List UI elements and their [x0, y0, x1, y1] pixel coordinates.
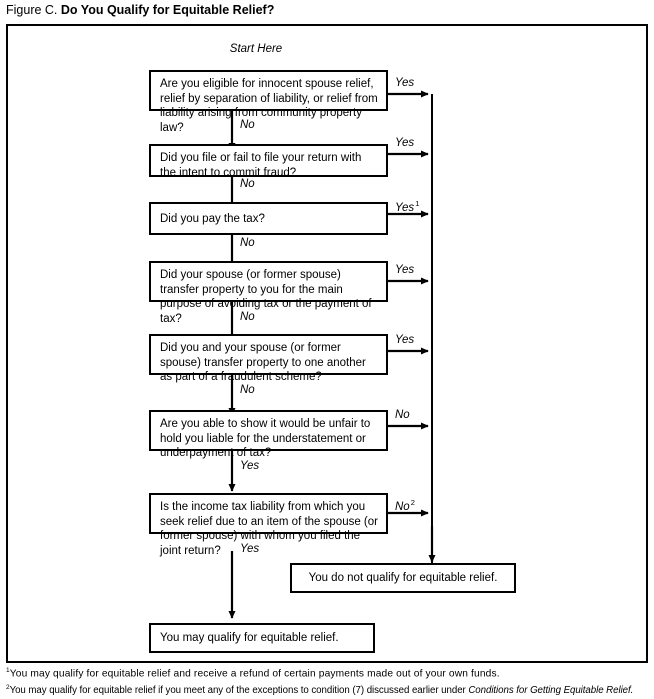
edge-label-text: No	[240, 311, 255, 323]
decision-box-text: Are you eligible for innocent spouse rel…	[160, 78, 378, 134]
decision-box-spouse-transferred-property-to-you[interactable]: Did your spouse (or former spouse) trans…	[149, 261, 388, 325]
edge-label-q3-yes: Yes1	[395, 197, 419, 215]
footnotes: 1You may qualify for equitable relief an…	[6, 664, 650, 699]
decision-box-text: Did you and your spouse (or former spous…	[160, 342, 366, 383]
edge-label-text: Yes	[395, 137, 415, 149]
edge-label-text: Yes	[395, 201, 415, 214]
edge-label-text: Yes	[240, 543, 260, 555]
page-title: Figure C. Do You Qualify for Equitable R…	[6, 3, 274, 18]
flowchart-canvas: Start Here Are you eligible for innocent…	[8, 26, 646, 661]
edge-label-text: No	[240, 384, 255, 396]
footnote-2: 2You may qualify for equitable relief if…	[6, 681, 650, 698]
footnote-ref-2: 2	[410, 498, 415, 507]
edge-label-q1-no: No	[240, 119, 255, 132]
flowchart-frame: Start Here Are you eligible for innocent…	[6, 24, 648, 663]
decision-box-paid-tax[interactable]: Did you pay the tax?	[149, 202, 388, 235]
decision-box-fraud-intent[interactable]: Did you file or fail to file your return…	[149, 144, 388, 179]
decision-box-text: Did you pay the tax?	[160, 212, 265, 225]
edge-label-q3-no: No	[240, 237, 255, 250]
edge-label-text: Yes	[395, 77, 415, 89]
terminal-box-do-not-qualify[interactable]: You do not qualify for equitable relief.	[290, 563, 516, 593]
edge-label-q6-yes: Yes	[240, 460, 259, 473]
edge-label-q2-no: No	[240, 178, 255, 191]
footnote-2-reference: Conditions for Getting Equitable Relief.	[468, 685, 634, 697]
figure-number: Figure C.	[6, 3, 58, 17]
decision-box-text: Did you file or fail to file your return…	[160, 152, 362, 179]
footnote-1-text: You may qualify for equitable relief and…	[9, 668, 500, 680]
edge-label-text: Yes	[395, 334, 415, 346]
footnote-1-marker: 1	[6, 667, 10, 674]
edge-label-text: No	[240, 119, 255, 131]
decision-box-liability-from-spouse-item[interactable]: Is the income tax liability from which y…	[149, 493, 388, 557]
edge-label-q7-yes: Yes	[240, 543, 259, 556]
edge-label-q7-no: No2	[395, 496, 415, 514]
decision-box-unfair-to-hold-liable[interactable]: Are you able to show it would be unfair …	[149, 410, 388, 459]
decision-box-fraudulent-scheme[interactable]: Did you and your spouse (or former spous…	[149, 334, 388, 383]
edge-label-text: No	[240, 178, 255, 190]
edge-label-text: No	[395, 500, 410, 513]
edge-label-text: Yes	[395, 264, 415, 276]
footnote-2-text: You may qualify for equitable relief if …	[9, 685, 469, 697]
decision-box-text: Are you able to show it would be unfair …	[160, 418, 371, 459]
edge-label-q4-yes: Yes	[395, 264, 414, 277]
figure-heading: Do You Qualify for Equitable Relief?	[60, 3, 275, 17]
decision-box-text: Did your spouse (or former spouse) trans…	[160, 269, 372, 325]
footnote-ref-1: 1	[415, 199, 420, 208]
decision-box-text: Is the income tax liability from which y…	[160, 501, 378, 557]
terminal-box-may-qualify[interactable]: You may qualify for equitable relief.	[149, 623, 375, 653]
edge-label-q4-no: No	[240, 311, 255, 324]
edge-label-q1-yes: Yes	[395, 77, 414, 90]
start-here-label: Start Here	[229, 43, 283, 55]
edge-label-text: No	[240, 237, 255, 249]
edge-label-q2-yes: Yes	[395, 137, 414, 150]
edge-label-text: No	[395, 409, 410, 421]
edge-label-q5-no: No	[240, 384, 255, 397]
terminal-box-text: You may qualify for equitable relief.	[160, 632, 339, 645]
edge-label-text: Yes	[240, 460, 260, 472]
footnote-2-marker: 2	[6, 684, 10, 692]
edge-label-q5-yes: Yes	[395, 334, 414, 347]
footnote-1: 1You may qualify for equitable relief an…	[6, 664, 650, 681]
edge-label-q6-no: No	[395, 409, 410, 422]
terminal-box-text: You do not qualify for equitable relief.	[308, 572, 498, 585]
decision-box-eligible-other-relief[interactable]: Are you eligible for innocent spouse rel…	[149, 70, 388, 134]
